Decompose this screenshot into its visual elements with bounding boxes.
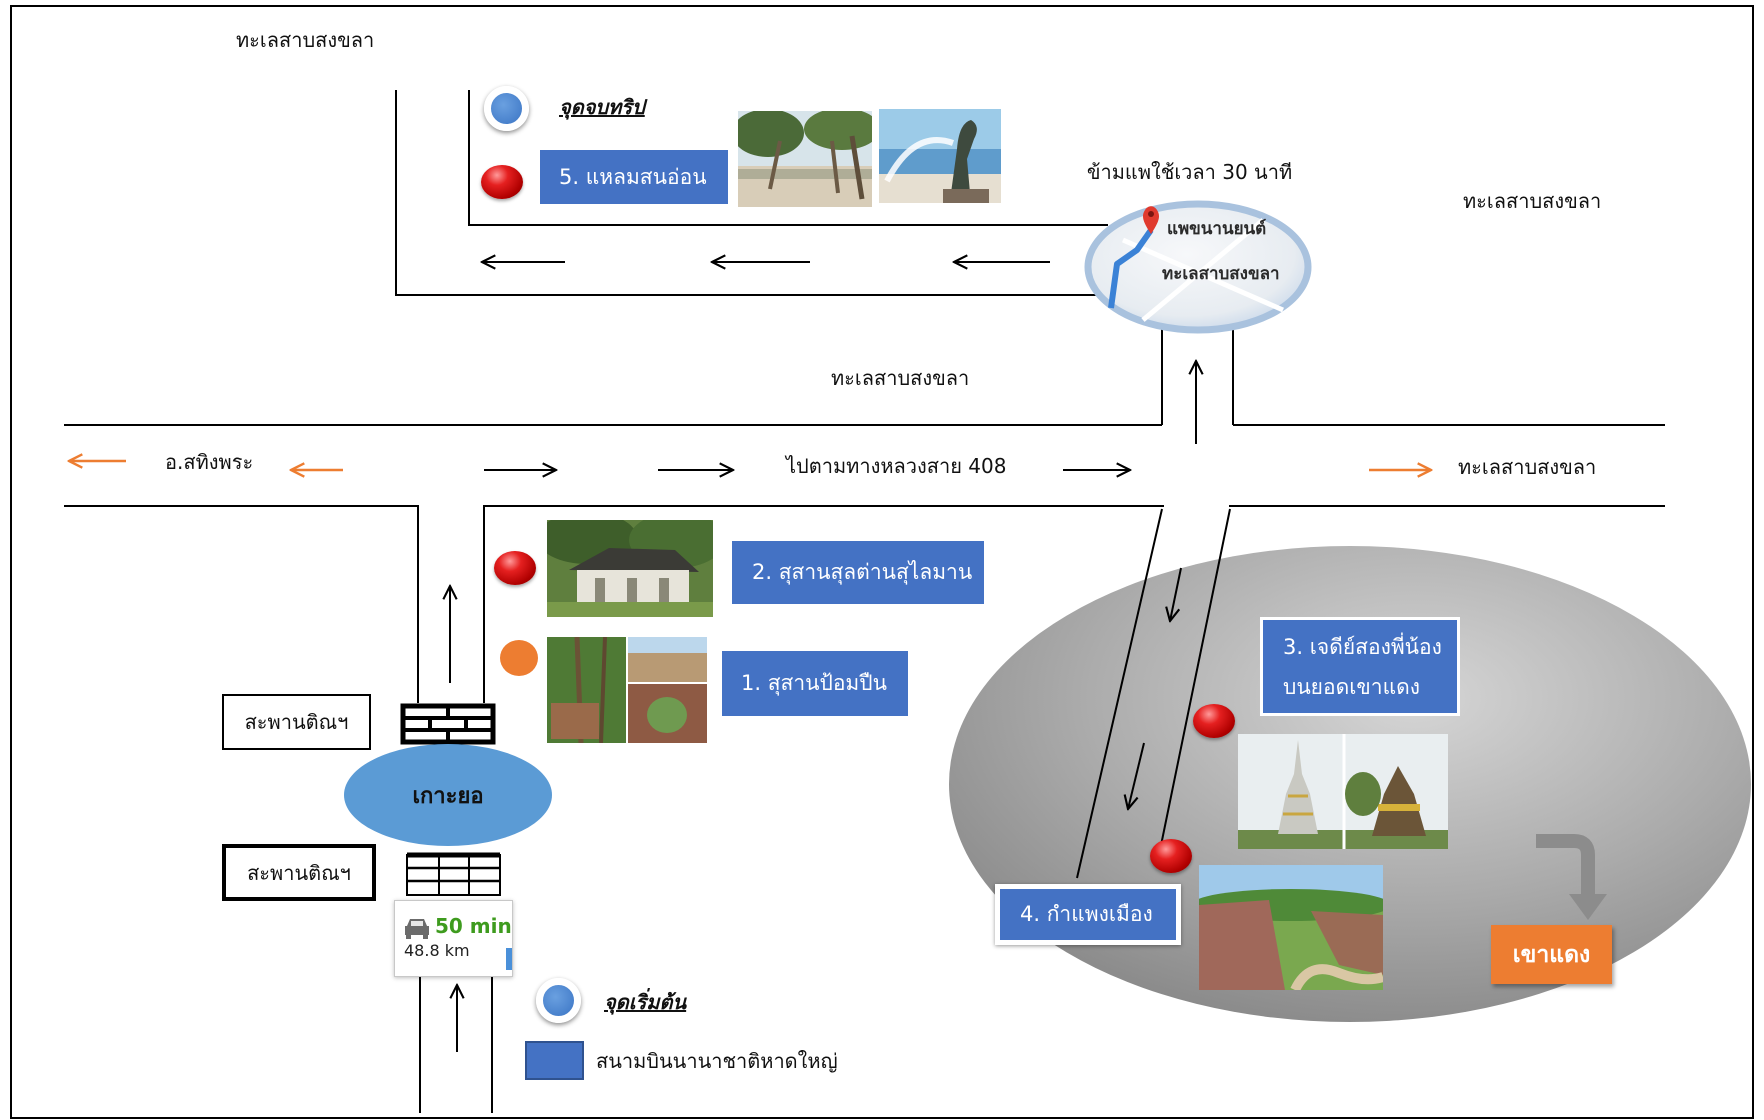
photo-naga-statue (879, 109, 1001, 203)
ferry-map-lens: แพขนานยนต์ ทะเลสาบสงขลา (1084, 200, 1312, 334)
car-icon (405, 919, 429, 939)
ferry-map-label-line2: ทะเลสาบสงขลา (1162, 264, 1280, 284)
road-edge (1158, 508, 1231, 856)
stop-1-marker-icon (500, 640, 538, 676)
bridge-label-north: สะพานติณฯ (222, 694, 371, 750)
road-edge (483, 505, 1164, 703)
road-edge (64, 505, 419, 703)
ferry-map-label-line1: แพขนานยนต์ (1167, 218, 1266, 239)
stop-5-label: 5. แหลมสนอ่อน (540, 150, 728, 204)
bridge-north-icon (400, 703, 496, 745)
stop-1-label: 1. สุสานป้อมปืน (722, 651, 908, 716)
koh-yo-island: เกาะยอ (344, 744, 552, 846)
stop-2-label: 2. สุสานสุลต่านสุไลมาน (732, 541, 984, 604)
bent-arrow-to-khao-daeng (1536, 834, 1595, 896)
route-duration: 50 min (435, 914, 512, 938)
stop-3-marker-icon (1193, 704, 1235, 738)
stop-2-marker-icon (494, 551, 536, 585)
lake-label-top-left: ทะเลสาบสงขลา (236, 28, 375, 52)
bent-arrow-head (1569, 894, 1607, 920)
lake-label-east: ทะเลสาบสงขลา (1458, 455, 1597, 479)
photo-city-wall (1199, 865, 1383, 990)
map-pin-icon (1143, 206, 1159, 234)
stop-5-marker-icon (481, 165, 523, 199)
ferry-time-note: ข้ามแพใช้เวลา 30 นาที (1074, 144, 1305, 200)
stop-4-label: 4. กำแพงเมือง (995, 884, 1181, 945)
road-edge (468, 90, 1108, 226)
highway-label: ไปตามทางหลวงสาย 408 (786, 454, 1007, 478)
photo-laem-son-on-beach (738, 111, 872, 207)
photo-twin-pagodas (1238, 734, 1448, 849)
card-edge-tab (506, 948, 512, 970)
direction-arrow-down (1170, 567, 1182, 621)
lake-label-middle: ทะเลสาบสงขลา (831, 366, 970, 390)
end-point-label: จุดจบทริป (559, 95, 645, 119)
route-summary-card: 50 min 48.8 km (394, 900, 513, 977)
direction-arrow-down (1128, 742, 1145, 809)
district-label: อ.สทิงพระ (165, 450, 254, 474)
start-point-marker-icon (536, 978, 581, 1023)
photo-sultan-sulaiman-tomb (547, 520, 713, 617)
bridge-label-south: สะพานติณฯ (222, 844, 376, 901)
stop-3-label-line2: บนยอดเขาแดง (1283, 674, 1420, 699)
road-edge (395, 90, 1108, 296)
legend-swatch (525, 1041, 584, 1080)
route-distance: 48.8 km (404, 941, 470, 960)
map-frame (10, 5, 1754, 1119)
photo-pom-puen-tomb (547, 637, 707, 743)
ferry-route-line (1108, 228, 1154, 309)
bridge-south-icon (406, 852, 501, 896)
khao-daeng-label: เขาแดง (1491, 925, 1612, 984)
start-point-label: จุดเริ่มต้น (604, 990, 687, 1014)
lake-label-right: ทะเลสาบสงขลา (1463, 189, 1602, 213)
stop-3-label-line1: 3. เจดีย์สองพี่น้อง (1283, 634, 1442, 659)
stop-4-marker-icon (1150, 839, 1192, 873)
end-point-marker-icon (484, 86, 529, 131)
stop-3-label: 3. เจดีย์สองพี่น้อง บนยอดเขาแดง (1260, 617, 1460, 716)
legend-airport-label: สนามบินนานาชาติหาดใหญ่ (596, 1049, 838, 1073)
road-edge (1076, 508, 1163, 879)
